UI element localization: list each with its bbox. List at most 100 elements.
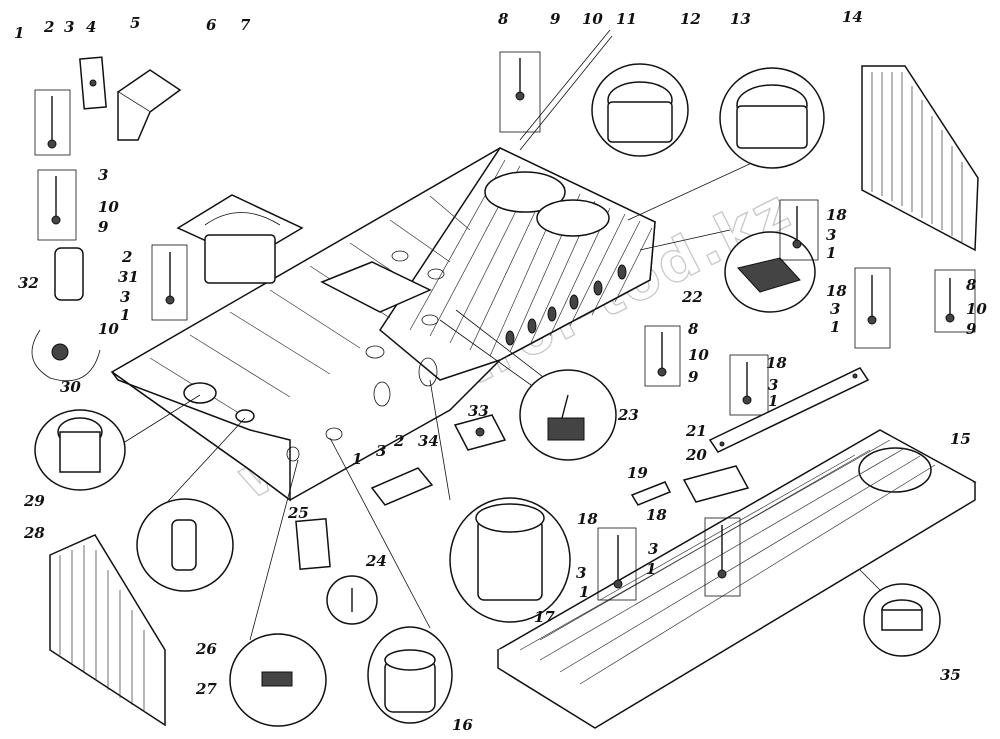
callout-3: 3 [768, 376, 778, 394]
callout-1: 1 [14, 24, 24, 42]
part-30-nut-detail [31, 329, 101, 382]
callout-30: 30 [60, 378, 81, 396]
callout-32: 32 [18, 274, 39, 292]
part-16-callout [367, 626, 453, 724]
callout-2: 2 [121, 248, 132, 266]
part-24-callout [326, 575, 378, 625]
callout-34: 34 [418, 432, 439, 450]
bolt-kit-18-3-1-d [597, 527, 637, 601]
callout-31: 31 [118, 268, 139, 286]
callout-27: 27 [195, 680, 217, 698]
callout-18: 18 [766, 354, 787, 372]
callout-2: 2 [43, 18, 54, 36]
part-13-gauge-callout [719, 67, 825, 169]
callout-17: 17 [534, 608, 555, 626]
callout-3: 3 [830, 300, 840, 318]
part-32-spacer [54, 247, 84, 301]
part-15-floor-panel [496, 429, 977, 729]
callout-1: 1 [768, 392, 778, 410]
part-25-plate [295, 517, 331, 571]
callout-18: 18 [826, 282, 847, 300]
callout-9: 9 [688, 368, 699, 386]
callout-labels: 1 2 3 4 5 6 7 8 9 10 11 12 13 14 3 10 9 … [14, 8, 987, 734]
callout-20: 20 [685, 446, 707, 464]
callout-13: 13 [730, 10, 751, 28]
callout-10: 10 [98, 198, 119, 216]
part-29-cylinder [34, 409, 126, 491]
callout-18: 18 [646, 506, 667, 524]
bolt-kit-18-3-1-e [704, 517, 741, 597]
callout-19: 19 [627, 464, 648, 482]
part-22-bracket [724, 231, 816, 313]
callout-28: 28 [23, 524, 45, 542]
callout-10: 10 [688, 346, 709, 364]
part-28-callout [136, 498, 234, 592]
callout-3: 3 [64, 18, 74, 36]
callout-23: 23 [617, 406, 639, 424]
callout-4: 4 [86, 18, 96, 36]
part-14-side-panel [861, 65, 979, 252]
callout-26: 26 [195, 640, 217, 658]
callout-22: 22 [681, 288, 703, 306]
callout-1: 1 [120, 306, 130, 324]
callout-15: 15 [950, 430, 971, 448]
part-26-callout [229, 633, 327, 727]
callout-11: 11 [616, 10, 637, 28]
part-35-callout [863, 583, 941, 657]
callout-1: 1 [826, 244, 836, 262]
callout-3: 3 [98, 166, 108, 184]
callout-10: 10 [98, 320, 119, 338]
callout-10: 10 [966, 300, 987, 318]
callout-10: 10 [582, 10, 603, 28]
bolt-kit-18-3-1-b [854, 267, 891, 349]
callout-6: 6 [206, 16, 217, 34]
part-7-gauge [176, 194, 304, 284]
callout-9: 9 [550, 10, 561, 28]
callout-1: 1 [646, 560, 656, 578]
callout-3: 3 [376, 442, 386, 460]
callout-1: 1 [830, 318, 840, 336]
part-4-plate [79, 56, 107, 110]
bolt-kit-8-10-9-right [934, 269, 976, 333]
callout-2: 2 [393, 432, 404, 450]
callout-33: 33 [468, 402, 489, 420]
callout-12: 12 [680, 10, 701, 28]
part-34-plate [370, 467, 434, 506]
callout-29: 29 [23, 492, 45, 510]
callout-1: 1 [579, 583, 589, 601]
part-12-gauge-callout [591, 63, 689, 157]
main-dashboard-panel [110, 147, 656, 502]
callout-18: 18 [577, 510, 598, 528]
bolt-kit-18-3-1-a [779, 199, 819, 261]
callout-25: 25 [287, 504, 309, 522]
bolt-kit-8-9-10 [499, 51, 541, 133]
callout-21: 21 [685, 422, 707, 440]
callout-9: 9 [98, 218, 109, 236]
bolt-kit-18-3-1-c [729, 354, 769, 416]
bolt-kit-2-31-3-1 [151, 244, 188, 321]
callout-8: 8 [498, 10, 509, 28]
callout-24: 24 [365, 552, 387, 570]
callout-9: 9 [966, 320, 977, 338]
callout-5: 5 [130, 14, 140, 32]
part-5-6-bracket [116, 69, 182, 141]
callout-35: 35 [940, 666, 961, 684]
part-21-strip [708, 367, 870, 453]
callout-8: 8 [688, 320, 699, 338]
part-27-side-panel [49, 534, 166, 727]
part-17-callout [449, 497, 571, 623]
callout-16: 16 [452, 716, 473, 734]
part-23-switch [519, 369, 617, 461]
callout-14: 14 [842, 8, 863, 26]
bolt-kit-1-2-3 [34, 89, 71, 156]
callout-3: 3 [648, 540, 658, 558]
bolt-kit-8-10-9-mid [644, 325, 681, 387]
part-20-plate [682, 465, 750, 503]
callout-3: 3 [826, 226, 836, 244]
bolt-kit-3-10-9 [37, 169, 77, 241]
callout-8: 8 [966, 276, 977, 294]
part-19-plate [630, 481, 672, 506]
part-33-plate [453, 414, 507, 451]
callout-3: 3 [576, 564, 586, 582]
